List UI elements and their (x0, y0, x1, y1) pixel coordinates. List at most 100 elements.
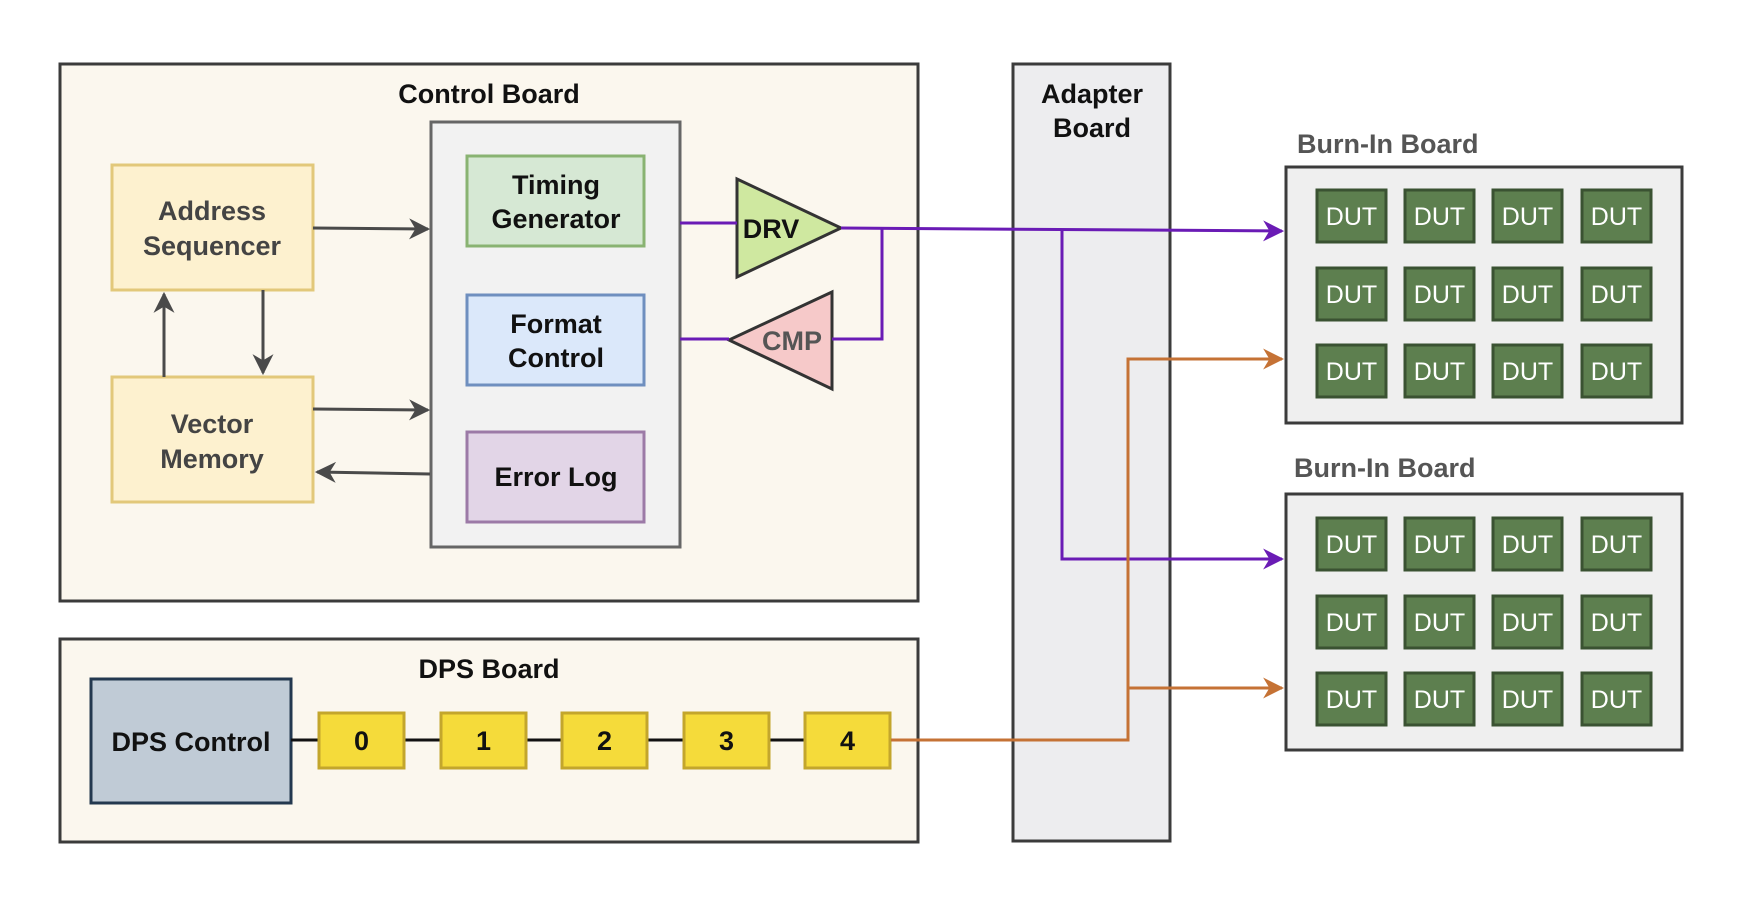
dut-label: DUT (1414, 686, 1465, 714)
address-sequencer-label-line1: Address (158, 196, 266, 226)
cmp-comparator: CMP (725, 289, 834, 392)
dut-label: DUT (1414, 358, 1465, 386)
dut-label: DUT (1502, 609, 1553, 637)
dut-chip: DUT (1315, 188, 1388, 244)
vector-memory-label-line1: Vector (171, 409, 254, 439)
dut-chip: DUT (1491, 516, 1564, 572)
dut-chip: DUT (1491, 671, 1564, 727)
dut-label: DUT (1591, 358, 1642, 386)
dut-label: DUT (1502, 281, 1553, 309)
dps-channel-label: 1 (476, 726, 491, 756)
dut-chip: DUT (1315, 343, 1388, 399)
dut-chip: DUT (1491, 266, 1564, 322)
drv-label: DRV (743, 214, 800, 244)
adapter-board-title-line2: Board (1053, 113, 1131, 143)
adapter-board-title-line1: Adapter (1041, 79, 1144, 109)
burn-in-board-2-dut-grid: DUT DUT DUT DUT DUT DUT DUT DUT DUT DUT DUT DUT (1315, 516, 1653, 727)
dut-label: DUT (1414, 203, 1465, 231)
dps-channels: 0 1 2 3 4 (291, 711, 892, 770)
dps-channel-label: 4 (840, 726, 855, 756)
dut-chip: DUT (1403, 671, 1476, 727)
dut-chip: DUT (1491, 188, 1564, 244)
dut-label: DUT (1326, 531, 1377, 559)
dut-chip: DUT (1580, 671, 1653, 727)
dps-control-label: DPS Control (112, 727, 271, 757)
dut-label: DUT (1502, 686, 1553, 714)
dps-channel-label: 2 (597, 726, 612, 756)
dps-board-title: DPS Board (418, 654, 559, 684)
dut-label: DUT (1502, 203, 1553, 231)
dut-label: DUT (1502, 531, 1553, 559)
dut-label: DUT (1326, 281, 1377, 309)
timing-generator-block: Timing Generator (465, 154, 646, 248)
dut-label: DUT (1326, 609, 1377, 637)
burn-in-board-1-title: Burn-In Board (1297, 129, 1479, 159)
vector-memory-label-line2: Memory (160, 444, 264, 474)
dut-label: DUT (1414, 531, 1465, 559)
control-flow-arrows (153, 218, 431, 483)
dps-to-burn-in-1-line (891, 348, 1285, 742)
dut-chip: DUT (1403, 343, 1476, 399)
timing-generator-label-line1: Timing (512, 170, 600, 200)
purple-signal-lines (680, 220, 1285, 570)
dut-label: DUT (1591, 686, 1642, 714)
dut-chip: DUT (1580, 594, 1653, 650)
dut-label: DUT (1502, 358, 1553, 386)
dut-chip: DUT (1315, 516, 1388, 572)
dut-label: DUT (1326, 203, 1377, 231)
dut-chip: DUT (1315, 266, 1388, 322)
burn-in-board-1-dut-grid: DUT DUT DUT DUT DUT DUT DUT DUT DUT DUT DUT DUT (1315, 188, 1653, 399)
dut-chip: DUT (1491, 343, 1564, 399)
format-control-label-line2: Control (508, 343, 604, 373)
dut-label: DUT (1414, 609, 1465, 637)
format-control-block: Format Control (465, 293, 646, 387)
orange-power-lines (891, 348, 1285, 742)
dut-chip: DUT (1315, 594, 1388, 650)
dut-chip: DUT (1403, 266, 1476, 322)
address-sequencer-block: Address Sequencer (110, 163, 315, 292)
dps-board: DPS Board DPS Control 0 1 2 3 4 (58, 637, 920, 844)
dut-chip: DUT (1403, 516, 1476, 572)
format-control-label-line1: Format (510, 309, 602, 339)
burn-in-board-2-title: Burn-In Board (1294, 453, 1476, 483)
dps-channel-4: 4 (803, 711, 892, 770)
drv-driver: DRV (735, 176, 845, 280)
dut-chip: DUT (1580, 266, 1653, 322)
control-board: Control Board Address Sequencer Vector M… (58, 62, 920, 603)
drv-to-burn-in-2-line (1060, 229, 1285, 570)
dps-channel-label: 0 (354, 726, 369, 756)
dps-channel-0: 0 (317, 711, 406, 770)
dut-chip: DUT (1403, 188, 1476, 244)
dut-label: DUT (1326, 358, 1377, 386)
dut-label: DUT (1414, 281, 1465, 309)
dut-chip: DUT (1315, 671, 1388, 727)
dut-chip: DUT (1491, 594, 1564, 650)
dps-control-block: DPS Control (89, 677, 293, 805)
dps-channel-1: 1 (439, 711, 528, 770)
dut-chip: DUT (1580, 188, 1653, 244)
arrow-vector-to-timing (312, 399, 431, 421)
vector-memory-block: Vector Memory (110, 375, 315, 504)
adapter-board: Adapter Board (1011, 62, 1172, 843)
dps-channel-2: 2 (560, 711, 649, 770)
drv-to-cmp-loop (832, 228, 884, 341)
control-board-title: Control Board (398, 79, 580, 109)
dps-channel-label: 3 (719, 726, 734, 756)
dut-label: DUT (1591, 609, 1642, 637)
error-log-block: Error Log (465, 430, 646, 524)
arrow-timing-to-vector (314, 461, 431, 483)
cmp-label: CMP (762, 326, 822, 356)
dut-chip: DUT (1580, 343, 1653, 399)
error-log-label: Error Log (494, 462, 617, 492)
arrow-address-to-timing (312, 218, 431, 240)
dut-label: DUT (1326, 686, 1377, 714)
dut-label: DUT (1591, 531, 1642, 559)
dut-label: DUT (1591, 281, 1642, 309)
dut-chip: DUT (1580, 516, 1653, 572)
dps-channel-3: 3 (682, 711, 771, 770)
address-sequencer-label-line2: Sequencer (143, 231, 282, 261)
timing-generator-label-line2: Generator (491, 204, 621, 234)
